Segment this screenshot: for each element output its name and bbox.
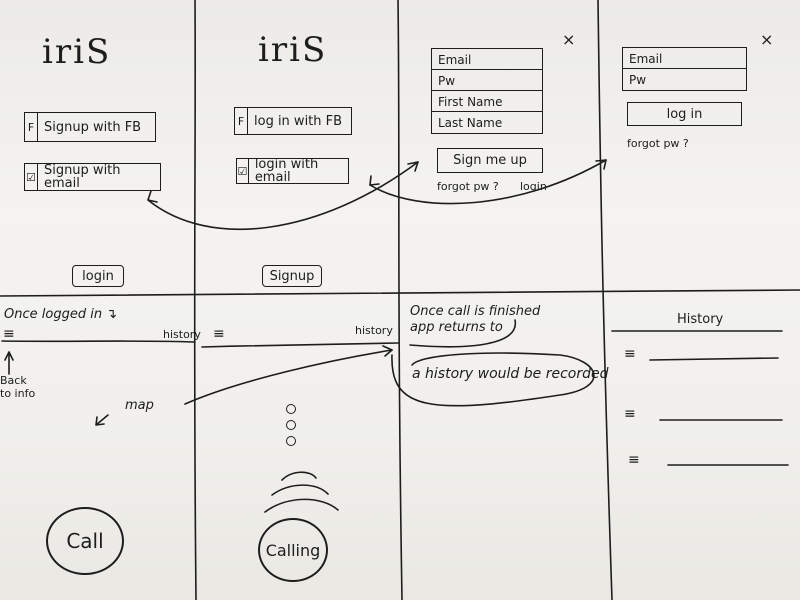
signup-form: Email Pw First Name Last Name [431,48,543,134]
progress-dot [286,436,296,446]
facebook-icon: F [235,108,248,134]
history-link[interactable]: history [355,324,393,337]
signup-button-label: Signup [269,268,315,284]
flow-arrow-1 [147,161,419,231]
history-recorded-note: a history would be recorded [412,366,609,382]
call-button[interactable]: Call [46,507,124,575]
sign-me-up-button[interactable]: Sign me up [437,148,543,173]
logo: iriS [258,30,328,70]
email-field[interactable]: Email [432,49,542,70]
forgot-password-link[interactable]: forgot pw ? [627,137,689,150]
history-item-icon: ≡ [624,406,636,422]
calling-label: Calling [265,540,321,560]
login-email-label: login with email [254,157,319,185]
history-title: History [677,312,724,327]
column-divider-2 [397,0,403,600]
column-divider-1 [193,0,197,600]
logo: iriS [42,32,112,72]
flow-arrow-3 [184,349,393,405]
password-field[interactable]: Pw [629,73,647,87]
login-with-email-button[interactable]: ☑ login with email [236,158,349,184]
hamburger-icon[interactable]: ≡ [3,326,15,342]
history-link[interactable]: history [163,328,201,341]
login-with-fb-button[interactable]: F log in with FB [234,107,352,135]
checkbox-icon: ☑ [237,159,249,183]
history-item-icon: ≡ [628,452,640,468]
email-field[interactable]: Email [623,48,746,69]
back-arrow [4,351,14,375]
login-fb-label: log in with FB [254,113,343,129]
row-divider [0,289,800,297]
login-button[interactable]: login [72,265,124,287]
close-icon[interactable]: × [562,30,576,49]
history-item-icon: ≡ [624,346,636,362]
signup-fb-label: Signup with FB [44,119,142,135]
signup-email-label: Signup with email [43,163,121,191]
call-label: Call [66,529,104,553]
hamburger-icon[interactable]: ≡ [213,326,225,342]
first-name-field[interactable]: First Name [432,91,542,112]
login-form: Email Pw [622,47,747,91]
login-button-label: login [82,268,114,284]
login-link[interactable]: login [520,180,547,193]
sign-me-up-label: Sign me up [453,153,527,168]
map-note: map [125,398,154,413]
once-logged-in-note: Once logged in ↴ [4,307,118,322]
signup-with-fb-button[interactable]: F Signup with FB [24,112,156,142]
forgot-password-link[interactable]: forgot pw ? [437,180,499,193]
close-icon[interactable]: × [760,30,774,49]
loop-arrow [391,352,595,407]
signup-with-email-button[interactable]: ☑ Signup with email [24,163,161,191]
calling-indicator: Calling [258,518,328,582]
flow-arrow-2 [369,159,607,205]
column-divider-3 [597,0,613,600]
checkbox-icon: ☑ [25,164,38,190]
signup-button[interactable]: Signup [262,265,322,287]
password-field[interactable]: Pw [432,70,542,91]
call-finished-note: Once call is finished app returns to [410,304,541,335]
facebook-icon: F [25,113,38,141]
progress-dot [286,420,296,430]
last-name-field[interactable]: Last Name [438,116,503,130]
back-to-info-note: Back to info [0,374,36,401]
log-in-button[interactable]: log in [627,102,742,126]
log-in-label: log in [666,106,703,122]
map-arrow [95,414,109,426]
progress-dot [286,404,296,414]
